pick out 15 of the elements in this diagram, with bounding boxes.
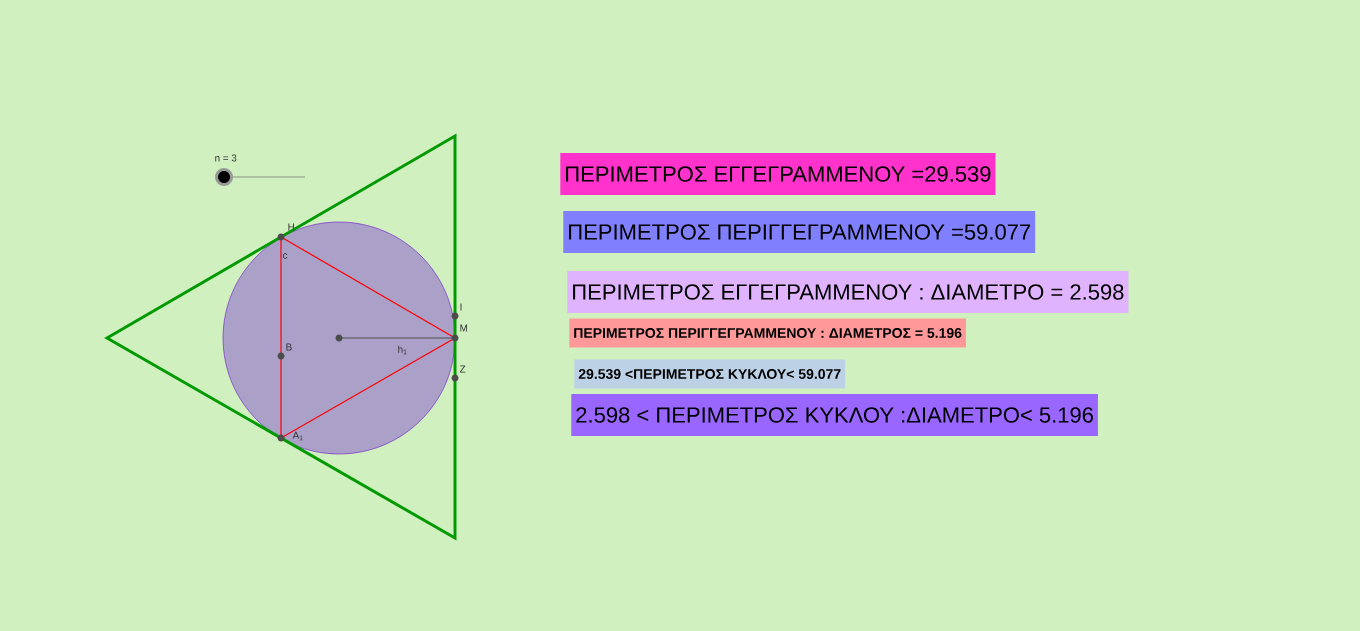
point-label: Ι [460,303,462,311]
point-label: Β [286,343,292,351]
point-label: Α$_{1}$ [292,431,303,441]
text-box: 29.539 <ΠΕΡΙΜΕΤΡΟΣ ΚΥΚΛΟΥ< 59.077 [574,359,846,389]
point-label: Η [288,223,294,231]
text-box: 2.598 < ΠΕΡΙΜΕΤΡΟΣ ΚΥΚΛΟΥ :ΔΙΑΜΕΤΡΟ< 5.196 [571,394,1098,436]
point-label: c [283,253,288,259]
point-label: h$_{1}$ [398,345,407,355]
point-label: Ζ [459,365,466,373]
text-box: ΠΕΡΙΜΕΤΡΟΣ ΠΕΡΙΓΓΕΓΡΑΜΜΕΝΟΥ : ΔΙΑΜΕΤΡΟΣ = 5.196 [569,318,966,348]
text-box: ΠΕΡΙΜΕΤΡΟΣ ΕΓΓΕΓΡΑΜΜΕΝΟΥ : ΔΙΑΜΕΤΡΟ = 2.598 [567,271,1129,313]
point-label: Μ [460,324,467,332]
text-box: ΠΕΡΙΜΕΤΡΟΣ ΠΕΡΙΓΓΕΓΡΑΜΜΕΝΟΥ =59.077 [563,211,1036,253]
point-label: n = 3 [215,154,237,162]
text-box: ΠΕΡΙΜΕΤΡΟΣ ΕΓΓΕΓΡΑΜΜΕΝΟΥ =29.539 [560,153,996,195]
